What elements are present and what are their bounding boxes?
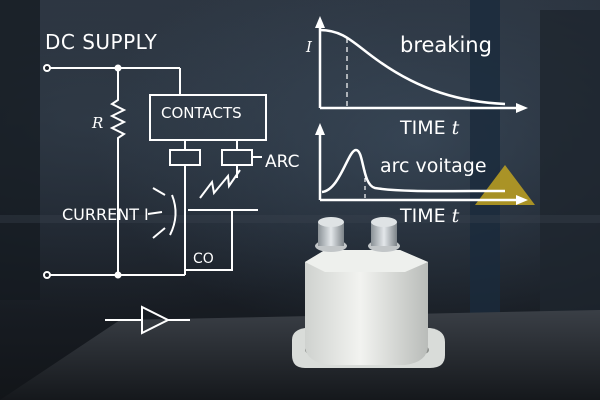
arc-voltage-label: arc voitage — [380, 155, 487, 177]
arc-label: ARC — [265, 152, 300, 172]
machine-column-left — [0, 0, 40, 300]
contact-curve — [169, 194, 177, 236]
time-axis-label-top: TIME t — [400, 117, 460, 139]
supply-terminal-top — [43, 64, 51, 72]
contactor-top — [305, 250, 428, 272]
machine-column-right — [540, 10, 600, 330]
supply-terminal-bottom — [43, 271, 51, 279]
co-label: CO — [193, 251, 214, 267]
breaking-curve — [319, 28, 506, 106]
co-box — [185, 209, 233, 271]
arrow-head — [516, 103, 528, 113]
current-label: CURRENT I — [62, 205, 149, 224]
arrow-head — [315, 123, 325, 135]
contactor-body — [305, 250, 428, 365]
warning-sign — [475, 165, 535, 205]
arc-voltage-curve — [321, 148, 506, 194]
contacts-box — [149, 94, 267, 141]
dc-supply-label: DC SUPPLY — [45, 30, 158, 54]
resistor — [109, 68, 127, 275]
terminal-bolt-left — [315, 217, 347, 252]
arc-voltage-graph — [315, 123, 528, 205]
current-axis-label: I — [306, 38, 312, 56]
time-axis-label-bottom: TIME t — [400, 205, 460, 227]
resistor-label: R — [92, 114, 104, 132]
contacts-label: CONTACTS — [161, 104, 242, 122]
breaking-label: breaking — [400, 33, 492, 57]
spark-line — [147, 211, 163, 215]
junction-bottom — [114, 271, 122, 279]
breaking-current-graph — [315, 16, 528, 113]
background-rail — [0, 215, 600, 223]
arc-zigzag — [199, 169, 241, 199]
arrow-head — [516, 195, 528, 205]
diode-triangle — [141, 305, 171, 335]
terminal-bolt-right — [368, 217, 400, 252]
machine-column-blue — [470, 0, 500, 330]
spark-line — [152, 187, 166, 196]
arrow-head — [315, 16, 325, 28]
spark-line — [152, 227, 166, 239]
